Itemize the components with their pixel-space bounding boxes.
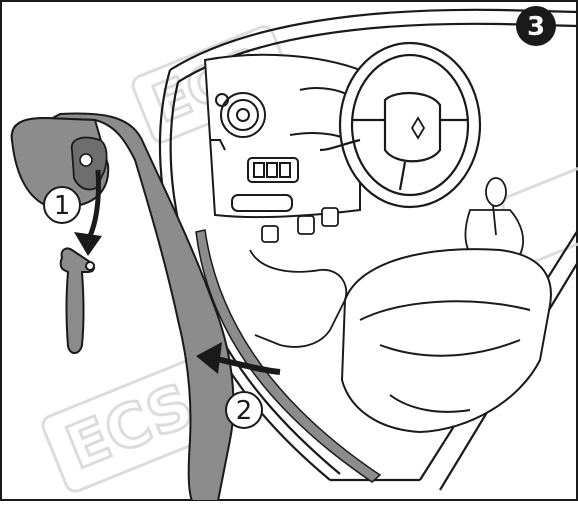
step-badge: 3 xyxy=(516,6,556,46)
callout-1-label: 1 xyxy=(54,191,71,221)
step-badge-label: 3 xyxy=(527,12,545,42)
screw-icon xyxy=(80,154,92,166)
callout-2: 2 xyxy=(226,392,262,428)
dashboard xyxy=(205,55,360,217)
callout-2-label: 2 xyxy=(236,396,253,426)
callout-1: 1 xyxy=(44,187,80,223)
